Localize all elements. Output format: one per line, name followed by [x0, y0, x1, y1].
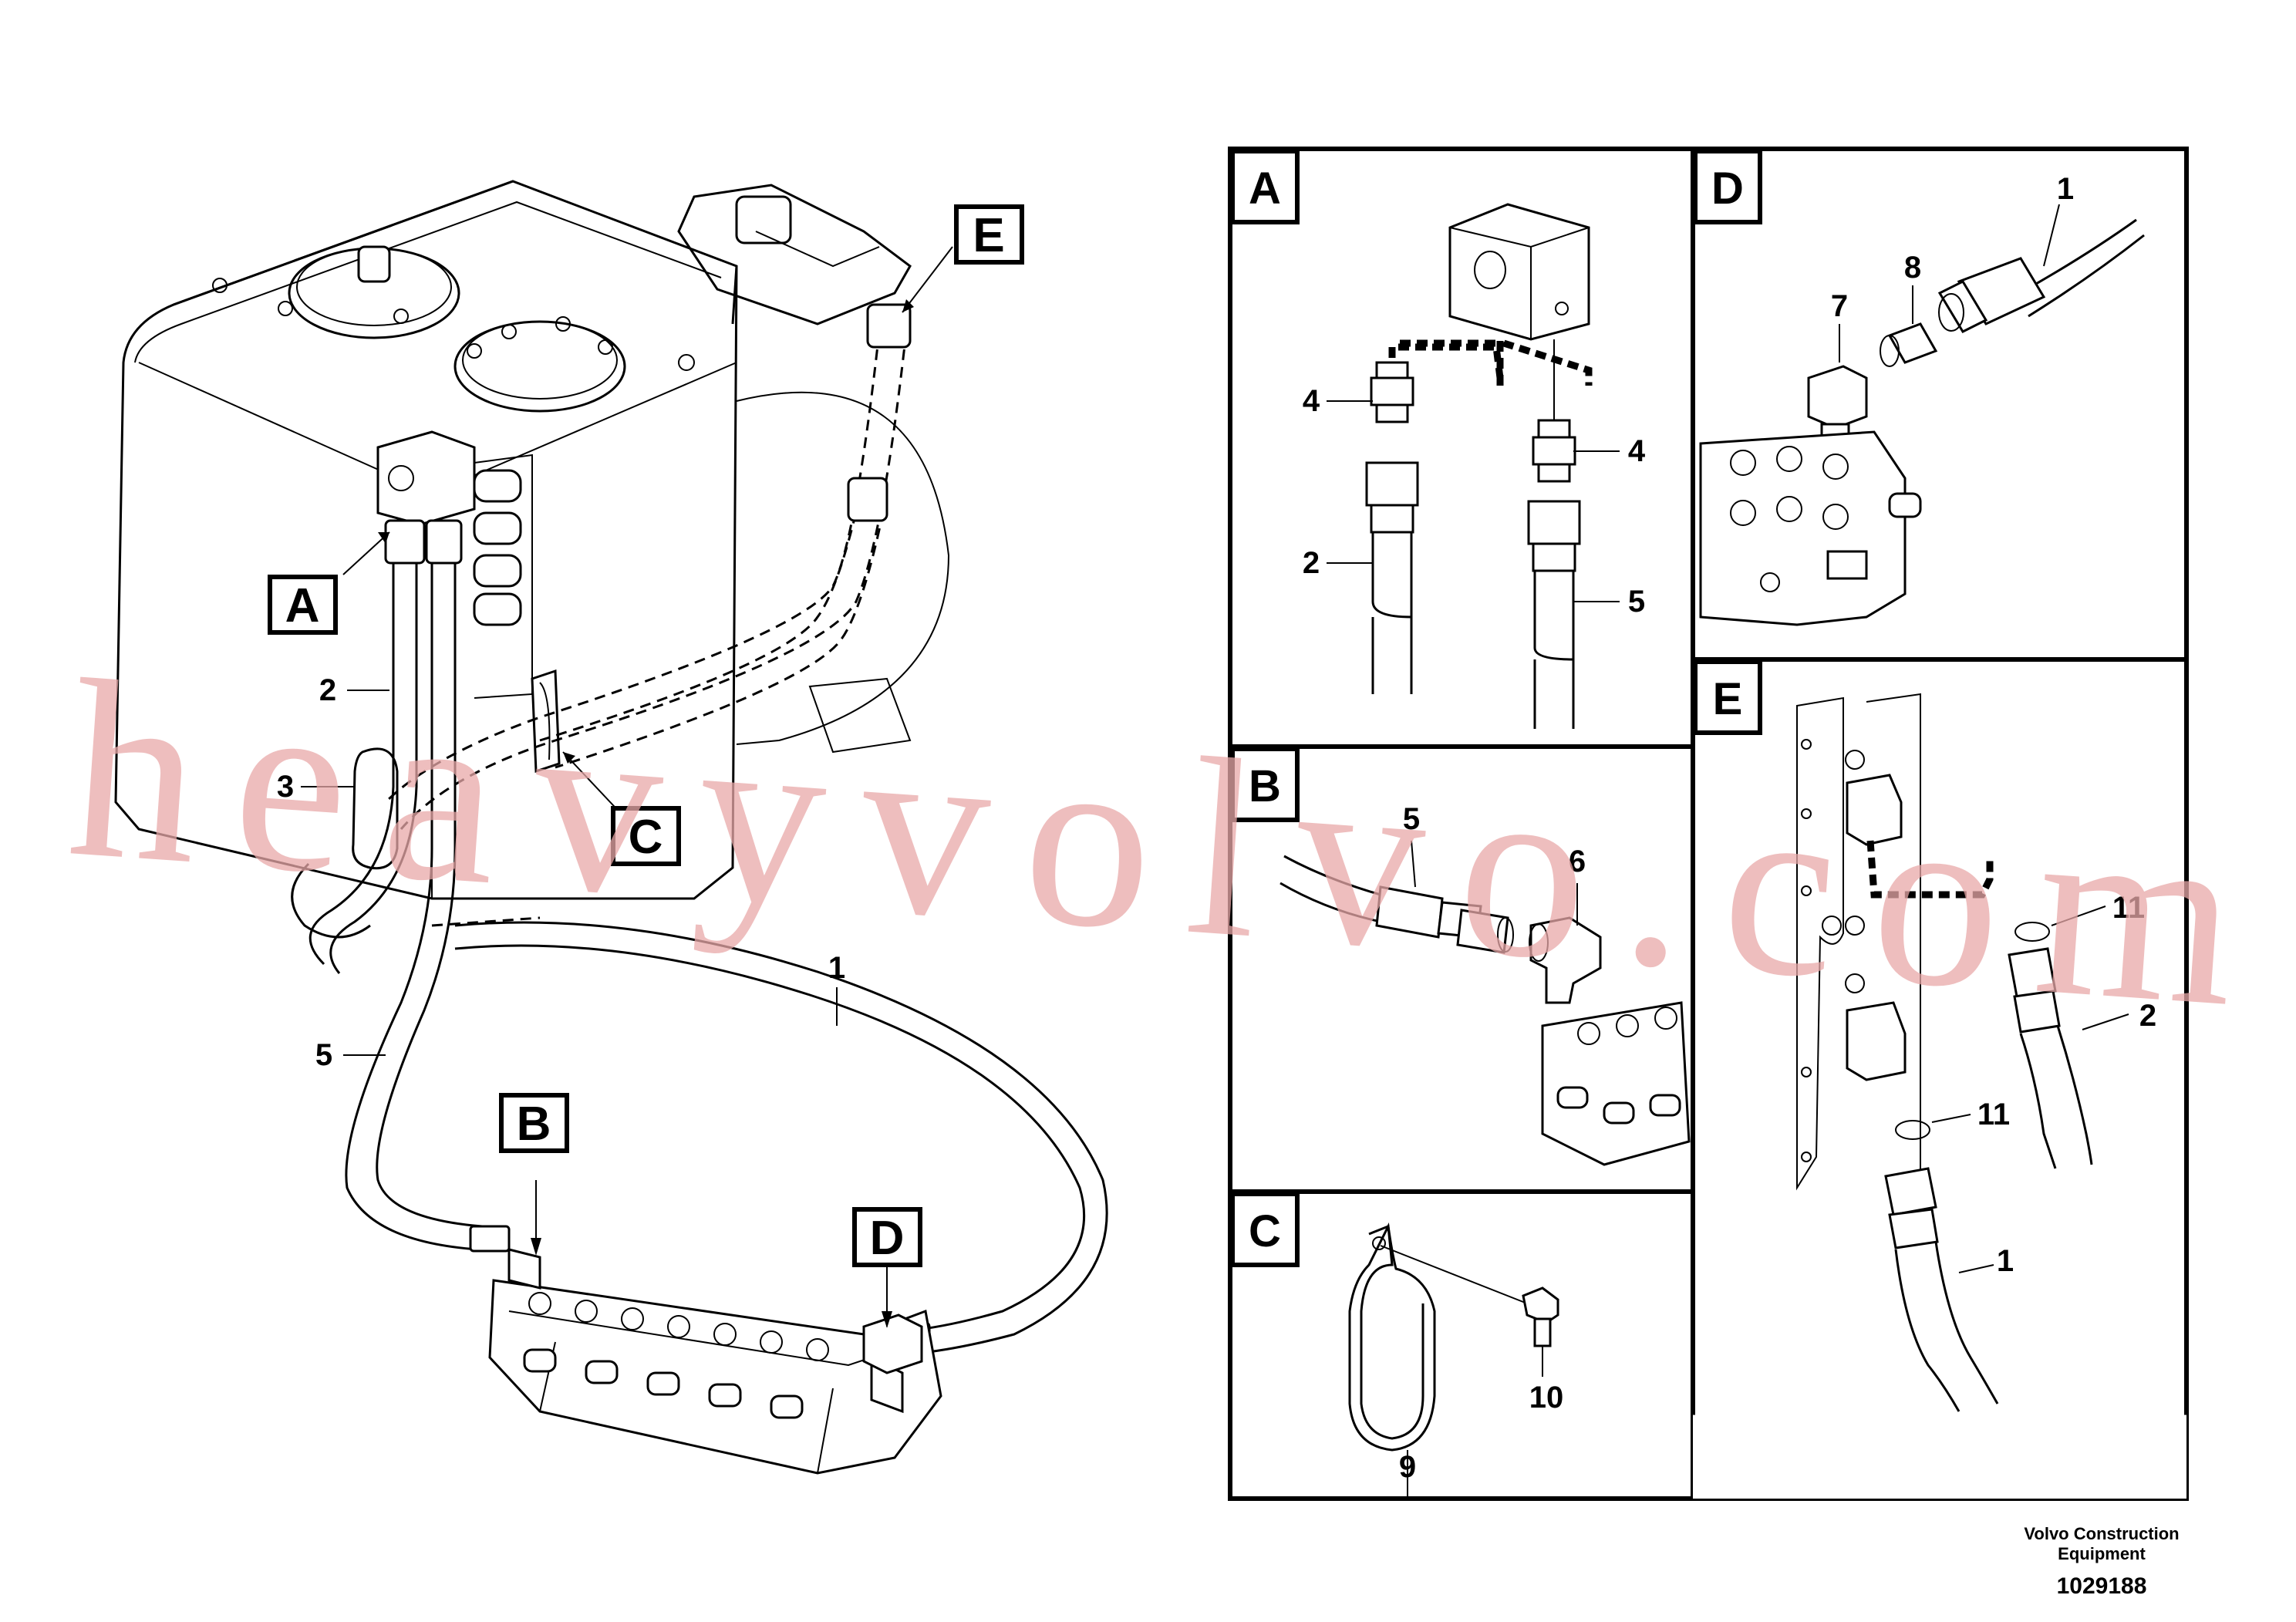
callout-box-b: B [499, 1093, 569, 1153]
hydraulic-tank [114, 180, 950, 900]
panel-a-label-4-left: 4 [1303, 384, 1320, 418]
panel-d: D 1 8 7 [1693, 149, 2145, 626]
panel-d-label-1: 1 [2057, 172, 2074, 206]
company-name-line1: Volvo Construction [2024, 1524, 2179, 1543]
callout-e-letter: E [973, 209, 1004, 262]
panel-c-label-9: 9 [1399, 1450, 1416, 1484]
panel-c: C 10 9 [1230, 1192, 1564, 1496]
callout-d-letter: D [870, 1212, 905, 1265]
clamp-c [531, 669, 561, 774]
clamp-loop-3 [291, 747, 399, 939]
main-label-2: 2 [319, 673, 336, 707]
panel-e-label-11-bottom: 11 [1977, 1098, 2010, 1131]
panel-e-label-11-top: 11 [2112, 891, 2145, 925]
panel-d-label-8: 8 [1904, 251, 1921, 285]
tank-valve-block [376, 430, 533, 699]
callout-box-d: D [852, 1207, 922, 1267]
main-assembly: A E C B D 2 3 5 1 [114, 180, 1108, 1475]
panel-a-label-2: 2 [1303, 546, 1320, 580]
dashed-hose-e [384, 303, 912, 927]
control-valve [488, 1248, 942, 1475]
panel-b-label-5: 5 [1403, 802, 1420, 836]
detail-panels [1228, 147, 2189, 1501]
panel-a: A 4 4 2 5 [1230, 149, 1646, 729]
panel-a-letter: A [1249, 164, 1281, 214]
panel-c-letter: C [1249, 1206, 1281, 1256]
main-label-3: 3 [277, 770, 294, 804]
panel-b: B 5 6 [1230, 747, 1691, 1166]
callout-a-letter: A [285, 579, 320, 632]
callout-c-letter: C [629, 811, 663, 864]
panel-b-letter: B [1249, 761, 1281, 811]
callout-b-letter: B [517, 1098, 551, 1151]
callout-box-c: C [611, 806, 681, 866]
drawing-number: 1029188 [2057, 1573, 2147, 1599]
callout-box-e: E [954, 204, 1024, 265]
panel-e-label-2: 2 [2139, 999, 2156, 1033]
main-label-1: 1 [828, 951, 845, 985]
main-label-5: 5 [315, 1038, 332, 1072]
panel-a-label-4-right: 4 [1628, 434, 1646, 468]
panel-a-label-5: 5 [1628, 585, 1645, 619]
hose-5 [345, 519, 511, 1253]
watermark-text: heavyvolvo.com [62, 628, 2274, 1062]
panel-c-label-10: 10 [1529, 1381, 1564, 1415]
company-name-line2: Equipment [2058, 1544, 2146, 1563]
panel-e-label-1: 1 [1997, 1244, 2014, 1278]
panel-d-label-7: 7 [1831, 289, 1848, 323]
hose-2 [308, 519, 426, 974]
panel-e-letter: E [1713, 674, 1743, 724]
panel-e: E 11 2 [1693, 659, 2156, 1412]
callout-box-a: A [268, 575, 338, 635]
panel-b-label-6: 6 [1569, 845, 1586, 878]
panel-d-letter: D [1711, 164, 1744, 214]
title-block: Volvo Construction Equipment 1029188 [2024, 1524, 2179, 1599]
